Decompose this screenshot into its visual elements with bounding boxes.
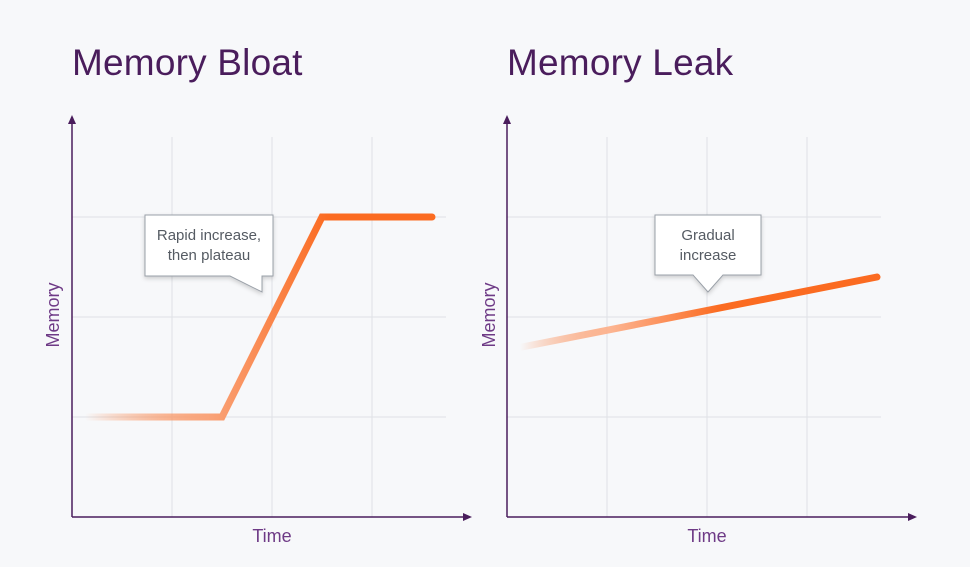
memory-series-line [518,273,881,351]
callout-box [144,214,274,293]
leak-y-axis-label: Memory [479,282,499,347]
bloat-gridlines [72,137,446,517]
callout-box [654,214,762,293]
bloat-y-axis-label: Memory [43,282,63,347]
callout-text-line: increase [680,247,737,264]
leak-chart: Gradual increase Time Memory [479,115,917,546]
y-axis-arrowhead [68,115,76,124]
leak-series [518,273,881,351]
leak-gridlines [507,137,881,517]
bloat-x-axis-label: Time [252,526,291,546]
x-axis-arrowhead [908,513,917,521]
bloat-chart: Rapid increase, then plateau Time Memory [43,115,472,546]
leak-axes [503,115,917,521]
leak-chart-title: Memory Leak [507,42,734,83]
bloat-callout: Rapid increase, then plateau [144,214,274,293]
leak-callout: Gradual increase [654,214,762,293]
callout-text-line: Gradual [681,227,734,244]
callout-text-line: Rapid increase, [157,227,261,244]
memory-series-line [83,213,436,421]
callout-text-line: then plateau [168,247,251,264]
bloat-chart-title: Memory Bloat [72,42,303,83]
bloat-axes [68,115,472,521]
bloat-series [83,213,436,421]
y-axis-arrowhead [503,115,511,124]
leak-x-axis-label: Time [687,526,726,546]
x-axis-arrowhead [463,513,472,521]
